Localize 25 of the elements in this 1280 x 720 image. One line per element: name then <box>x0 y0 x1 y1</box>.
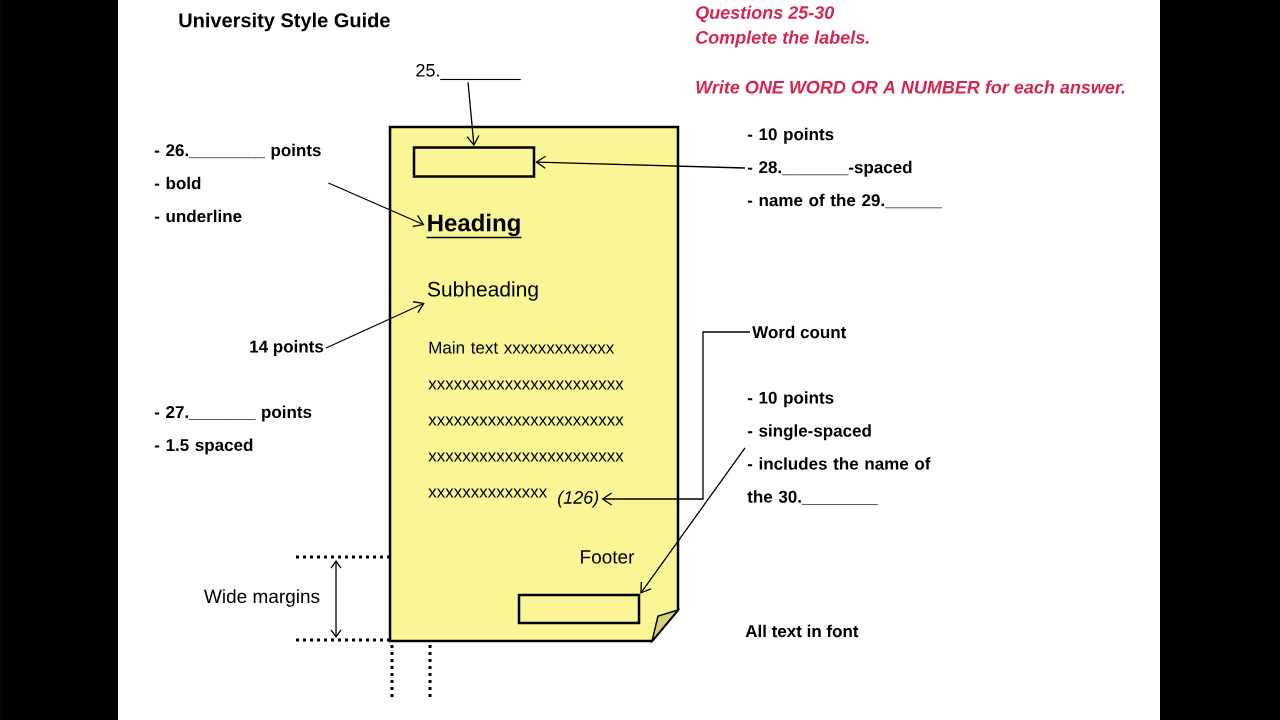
instruction-text: Complete the labels. <box>696 30 869 48</box>
note-text: All text in font <box>745 624 859 638</box>
footer-box: Footer <box>517 550 641 625</box>
subheading-text: Subheading <box>427 281 538 301</box>
heading-text: Heading <box>425 213 523 239</box>
label-list: - 27._______ points - 1.5 spaced <box>154 405 312 455</box>
arrow <box>466 81 480 147</box>
arrow <box>535 155 746 169</box>
instruction-text: Questions 25-30 <box>696 5 835 23</box>
word-count-label: Word count <box>752 325 847 339</box>
arrow <box>601 331 751 506</box>
label-list: - 10 points - 28._______-spaced - name of the 29.______ <box>747 127 942 209</box>
instruction-text: Write ONE WORD OR A NUMBER for each answer. <box>696 80 1125 94</box>
label-list: - 10 points - single-spaced - includes the name of the 30.________ <box>747 391 931 505</box>
dimension-label: Wide margins <box>204 589 320 607</box>
size-label: 14 points <box>250 340 324 356</box>
title: University Style Guide <box>179 12 390 32</box>
label-list: - 26.________ points - bold - underline <box>154 143 321 223</box>
header-box <box>412 146 536 178</box>
arrow <box>640 447 746 594</box>
arrow <box>325 301 425 349</box>
word-count-number: (126) <box>558 490 599 508</box>
answer-label: 25.________ <box>416 63 521 81</box>
arrow <box>327 182 425 228</box>
node-label: Footer <box>581 550 635 564</box>
